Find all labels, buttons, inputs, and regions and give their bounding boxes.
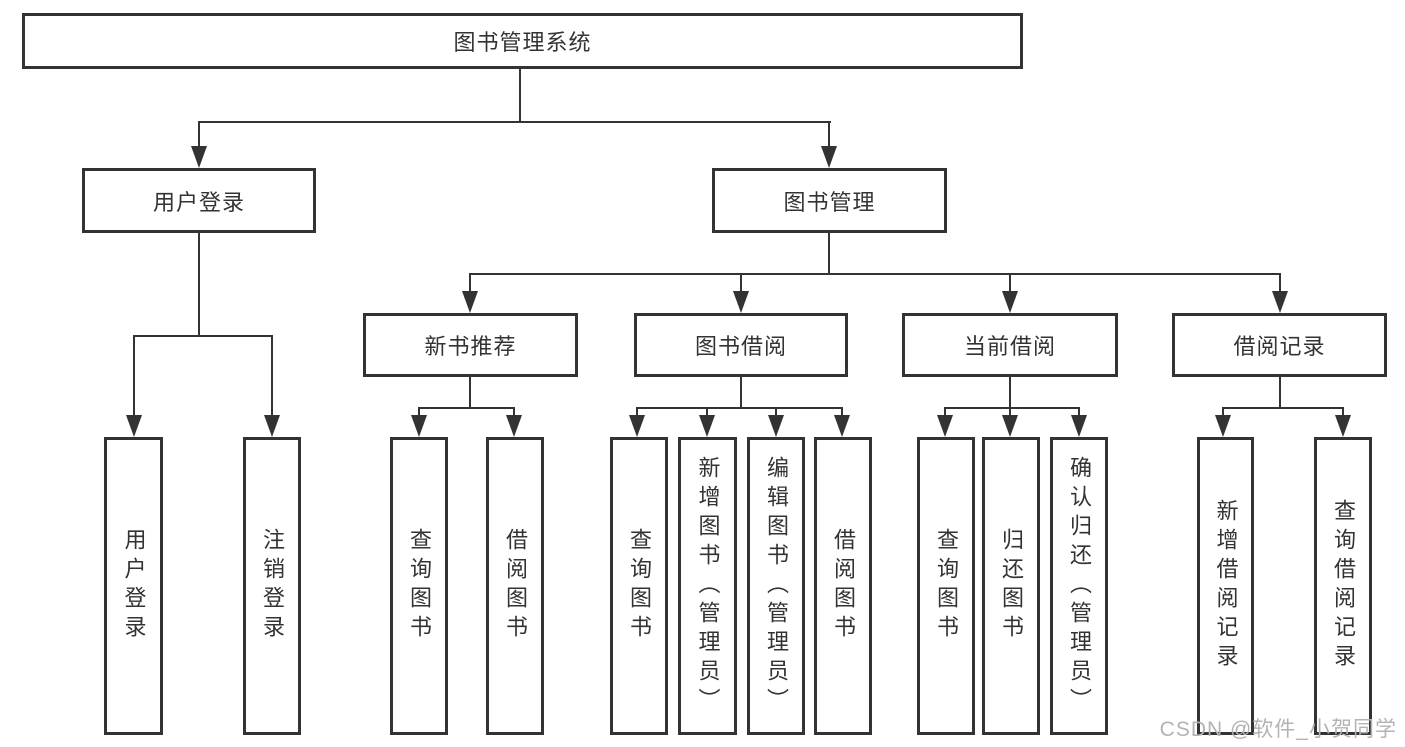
- node-label: 查询图书: [934, 528, 959, 644]
- edge-shaft-query-book-2: [636, 407, 638, 419]
- edge-shaft-return-book: [1009, 407, 1011, 419]
- node-leaf-logout: 注销登录: [243, 437, 301, 735]
- node-leaf-query-book-3: 查询图书: [917, 437, 975, 735]
- node-label: 新增借阅记录: [1213, 499, 1239, 673]
- node-leaf-return-book: 归还图书: [982, 437, 1040, 735]
- node-label: 查询借阅记录: [1331, 499, 1356, 673]
- node-borrow-records: 借阅记录: [1172, 313, 1387, 377]
- node-label: 确认归还（管理员）: [1067, 455, 1092, 717]
- edge-shaft-current-borrow: [1009, 273, 1011, 295]
- arrowhead-new-book: [462, 291, 478, 313]
- node-leaf-query-borrow-record: 查询借阅记录: [1314, 437, 1372, 735]
- arrowhead-query-book-1: [411, 415, 427, 437]
- edge-shaft-user-login: [198, 121, 200, 149]
- arrowhead-book-management: [821, 146, 837, 168]
- arrowhead-borrow-book-1: [506, 415, 522, 437]
- node-label: 新书推荐: [424, 334, 517, 359]
- edge-shaft-book-borrow: [740, 273, 742, 295]
- edge-shaft-borrow-records: [1279, 273, 1281, 295]
- edge-shaft-confirm-return: [1078, 407, 1080, 419]
- edge-new-book-vertical: [469, 377, 471, 409]
- node-leaf-add-book-admin: 新增图书（管理员）: [678, 437, 737, 735]
- node-leaf-borrow-book-1: 借阅图书: [486, 437, 544, 735]
- node-label: 归还图书: [999, 528, 1024, 644]
- node-leaf-confirm-return-admin: 确认归还（管理员）: [1050, 437, 1108, 735]
- node-label: 新增图书（管理员）: [695, 455, 721, 717]
- arrowhead-logout-leaf: [264, 415, 280, 437]
- edge-new-book-horizontal: [418, 407, 515, 409]
- edge-shaft-borrow-book-1: [513, 407, 515, 419]
- node-leaf-user-login: 用户登录: [104, 437, 163, 735]
- edge-shaft-book-management: [828, 121, 830, 149]
- edge-shaft-query-book-3: [944, 407, 946, 419]
- node-leaf-edit-book-admin: 编辑图书（管理员）: [747, 437, 805, 735]
- edge-shaft-add-borrow-record: [1222, 407, 1224, 419]
- edge-shaft-edit-book: [775, 407, 777, 419]
- node-book-management: 图书管理: [712, 168, 947, 233]
- edge-shaft-borrow-book-2: [841, 407, 843, 419]
- node-label: 用户登录: [121, 528, 147, 644]
- node-new-book-recommend: 新书推荐: [363, 313, 578, 377]
- edge-user-login-vertical: [198, 233, 200, 337]
- node-label: 借阅图书: [831, 528, 856, 644]
- node-leaf-query-book-1: 查询图书: [390, 437, 448, 735]
- node-label: 注销登录: [260, 528, 285, 644]
- node-book-borrow: 图书借阅: [634, 313, 848, 377]
- edge-shaft-logout-leaf: [271, 335, 273, 419]
- edge-borrow-records-horizontal: [1223, 407, 1343, 409]
- arrowhead-current-borrow: [1002, 291, 1018, 313]
- node-label: 查询图书: [407, 528, 432, 644]
- edge-shaft-query-book-1: [418, 407, 420, 419]
- node-leaf-add-borrow-record: 新增借阅记录: [1197, 437, 1254, 735]
- arrowhead-borrow-book-2: [834, 415, 850, 437]
- arrowhead-edit-book: [768, 415, 784, 437]
- edge-borrow-records-vertical: [1279, 377, 1281, 409]
- arrowhead-add-book: [699, 415, 715, 437]
- node-label: 图书管理系统: [453, 30, 592, 55]
- arrowhead-borrow-records: [1272, 291, 1288, 313]
- node-current-borrow: 当前借阅: [902, 313, 1118, 377]
- edge-shaft-login-leaf: [133, 335, 135, 419]
- csdn-watermark: CSDN @软件_小贺同学: [1159, 718, 1397, 741]
- arrowhead-return-book: [1002, 415, 1018, 437]
- arrowhead-book-borrow: [733, 291, 749, 313]
- node-label: 借阅图书: [503, 528, 528, 644]
- edge-current-borrow-horizontal: [945, 407, 1080, 409]
- node-label: 借阅记录: [1233, 334, 1326, 359]
- arrowhead-query-borrow-record: [1335, 415, 1351, 437]
- edge-user-login-horizontal: [133, 335, 273, 337]
- node-leaf-query-book-2: 查询图书: [610, 437, 668, 735]
- edge-shaft-new-book: [469, 273, 471, 295]
- edge-root-vertical: [519, 69, 521, 123]
- arrowhead-user-login: [191, 146, 207, 168]
- edge-shaft-query-borrow-record: [1342, 407, 1344, 419]
- arrowhead-login-leaf: [126, 415, 142, 437]
- node-leaf-borrow-book-2: 借阅图书: [814, 437, 872, 735]
- edge-book-borrow-horizontal: [637, 407, 843, 409]
- node-label: 当前借阅: [963, 334, 1056, 359]
- edge-book-mgmt-vertical: [828, 233, 830, 275]
- edge-book-borrow-vertical: [740, 377, 742, 409]
- arrowhead-query-book-2: [629, 415, 645, 437]
- arrowhead-confirm-return: [1071, 415, 1087, 437]
- node-user-login: 用户登录: [82, 168, 316, 233]
- arrowhead-query-book-3: [937, 415, 953, 437]
- node-label: 编辑图书（管理员）: [764, 455, 789, 717]
- edge-current-borrow-vertical: [1009, 377, 1011, 409]
- arrowhead-add-borrow-record: [1215, 415, 1231, 437]
- node-label: 图书借阅: [694, 334, 787, 359]
- node-label: 查询图书: [627, 528, 652, 644]
- node-label: 用户登录: [152, 189, 245, 215]
- node-library-management-system: 图书管理系统: [22, 13, 1023, 69]
- edge-book-mgmt-horizontal: [469, 273, 1281, 275]
- edge-shaft-add-book: [706, 407, 708, 419]
- node-label: 图书管理: [783, 189, 876, 215]
- edge-root-horizontal: [198, 121, 831, 123]
